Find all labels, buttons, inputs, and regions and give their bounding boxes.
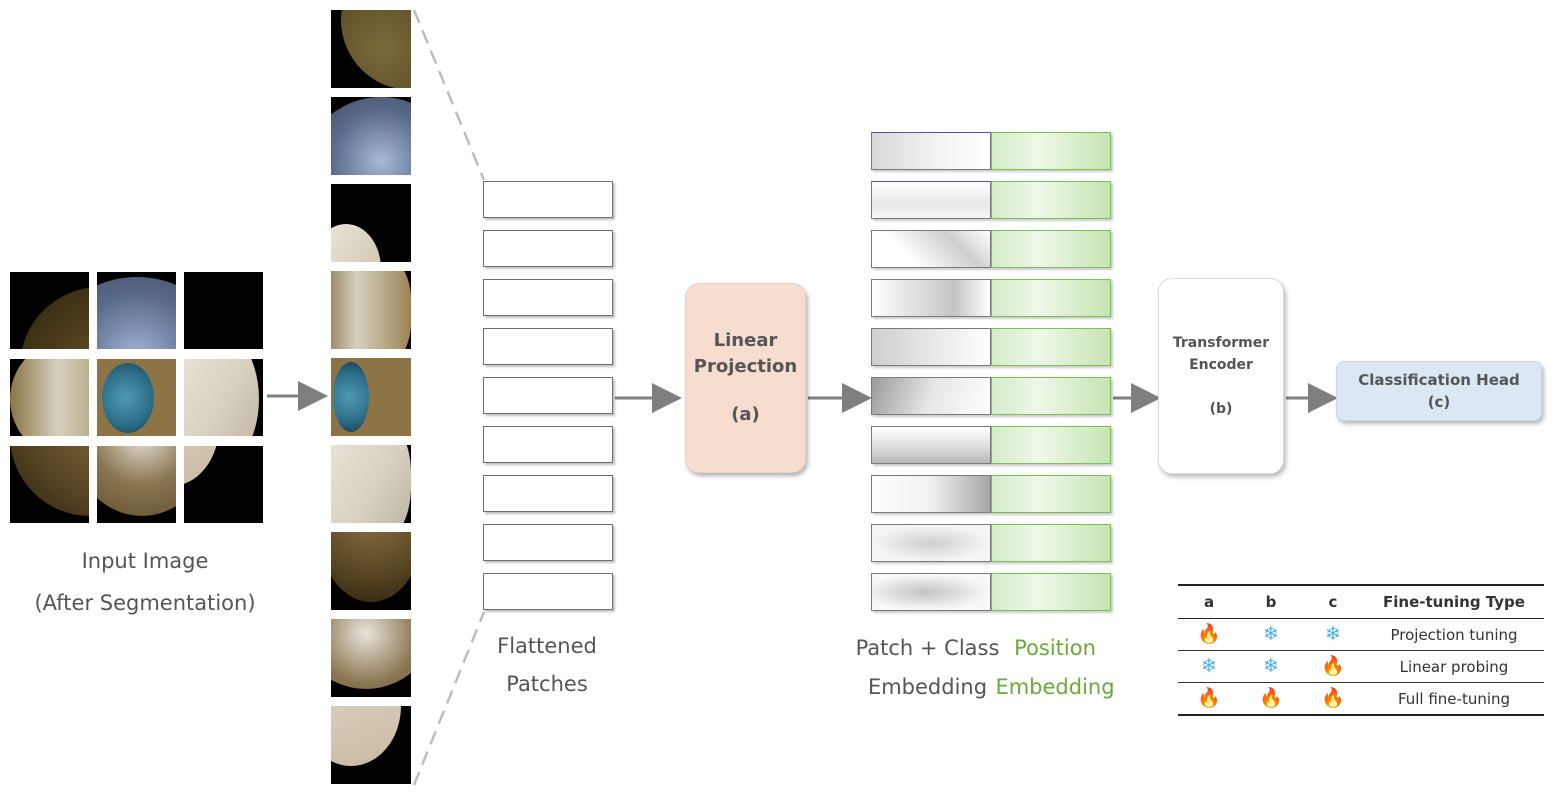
embedding-row	[871, 573, 1111, 611]
image-patch	[331, 184, 411, 262]
classification-tag: (c)	[1427, 393, 1451, 411]
finetune-type: Full fine-tuning	[1364, 682, 1544, 716]
transformer-title: Transformer	[1172, 335, 1270, 351]
table-header-row: a b c Fine-tuning Type	[1178, 584, 1544, 619]
image-patch	[331, 97, 411, 175]
input-image-caption: Input Image	[81, 549, 209, 573]
image-patch	[331, 619, 411, 697]
input-patch	[97, 272, 176, 349]
table-row: ❄ ❄ 🔥 Linear probing	[1178, 650, 1544, 683]
flattened-patch	[483, 573, 613, 610]
table-row: 🔥 ❄ ❄ Projection tuning	[1178, 618, 1544, 651]
fire-icon: 🔥	[1321, 687, 1345, 709]
classification-head-box: Classification Head (c)	[1336, 361, 1542, 421]
finetune-type: Projection tuning	[1364, 618, 1544, 651]
image-patch	[331, 706, 411, 784]
finetune-type: Linear probing	[1364, 650, 1544, 683]
position-embedding-label: Position	[1014, 636, 1096, 660]
patch-embedding-label: Patch + Class	[855, 636, 1000, 660]
snowflake-icon: ❄	[1263, 655, 1279, 677]
linear-projection-title-2: Projection	[693, 356, 798, 377]
embedding-row	[871, 328, 1111, 366]
flattened-label-2: Patches	[506, 672, 588, 696]
flattened-patch	[483, 426, 613, 463]
embedding-row	[871, 475, 1111, 513]
image-patch	[331, 358, 411, 436]
image-patch	[331, 532, 411, 610]
embedding-row	[871, 132, 1111, 170]
snowflake-icon: ❄	[1263, 623, 1279, 645]
input-patch	[97, 359, 176, 436]
flattened-patch	[483, 328, 613, 365]
zoom-line-bottom	[412, 611, 486, 786]
input-patch	[10, 272, 89, 349]
col-a-header: a	[1178, 584, 1240, 619]
embedding-row	[871, 230, 1111, 268]
input-patch	[184, 446, 263, 523]
fire-icon: 🔥	[1259, 687, 1283, 709]
fire-icon: 🔥	[1321, 655, 1345, 677]
snowflake-icon: ❄	[1325, 623, 1341, 645]
flattened-patch	[483, 230, 613, 267]
input-patch	[184, 359, 263, 436]
classification-title: Classification Head	[1358, 371, 1520, 389]
fire-icon: 🔥	[1197, 687, 1221, 709]
flattened-patch	[483, 181, 613, 218]
position-embedding-label-2: Embedding	[995, 675, 1115, 699]
embedding-row	[871, 524, 1111, 562]
linear-projection-tag: (a)	[731, 404, 760, 425]
flattened-patch	[483, 377, 613, 414]
col-c-header: c	[1302, 584, 1364, 619]
image-patch	[331, 271, 411, 349]
transformer-tag: (b)	[1209, 401, 1233, 417]
linear-projection-title: Linear	[713, 330, 778, 351]
patch-embedding-label-2: Embedding	[867, 675, 988, 699]
flattened-patch	[483, 279, 613, 316]
transformer-encoder-box: Transformer Encoder (b)	[1158, 278, 1284, 474]
flattened-patch	[483, 524, 613, 561]
image-patch	[331, 10, 411, 88]
flattened-patch	[483, 475, 613, 512]
input-patch	[184, 272, 263, 349]
table-row: 🔥 🔥 🔥 Full fine-tuning	[1178, 682, 1544, 716]
col-type-header: Fine-tuning Type	[1364, 584, 1544, 619]
transformer-title-2: Encoder	[1189, 357, 1253, 373]
embedding-row	[871, 377, 1111, 415]
finetune-table: a b c Fine-tuning Type 🔥 ❄ ❄ Projection …	[1178, 584, 1544, 716]
embedding-row	[871, 426, 1111, 464]
input-image-subcaption: (After Segmentation)	[34, 591, 256, 615]
input-patch	[97, 446, 176, 523]
linear-projection-box: Linear Projection (a)	[685, 283, 806, 473]
col-b-header: b	[1240, 584, 1302, 619]
snowflake-icon: ❄	[1201, 655, 1217, 677]
input-patch	[10, 446, 89, 523]
embedding-row	[871, 279, 1111, 317]
input-patch	[10, 359, 89, 436]
embedding-row	[871, 181, 1111, 219]
zoom-line-top	[412, 9, 486, 181]
fire-icon: 🔥	[1197, 623, 1221, 645]
image-patch	[331, 445, 411, 523]
flattened-label: Flattened	[497, 634, 597, 658]
